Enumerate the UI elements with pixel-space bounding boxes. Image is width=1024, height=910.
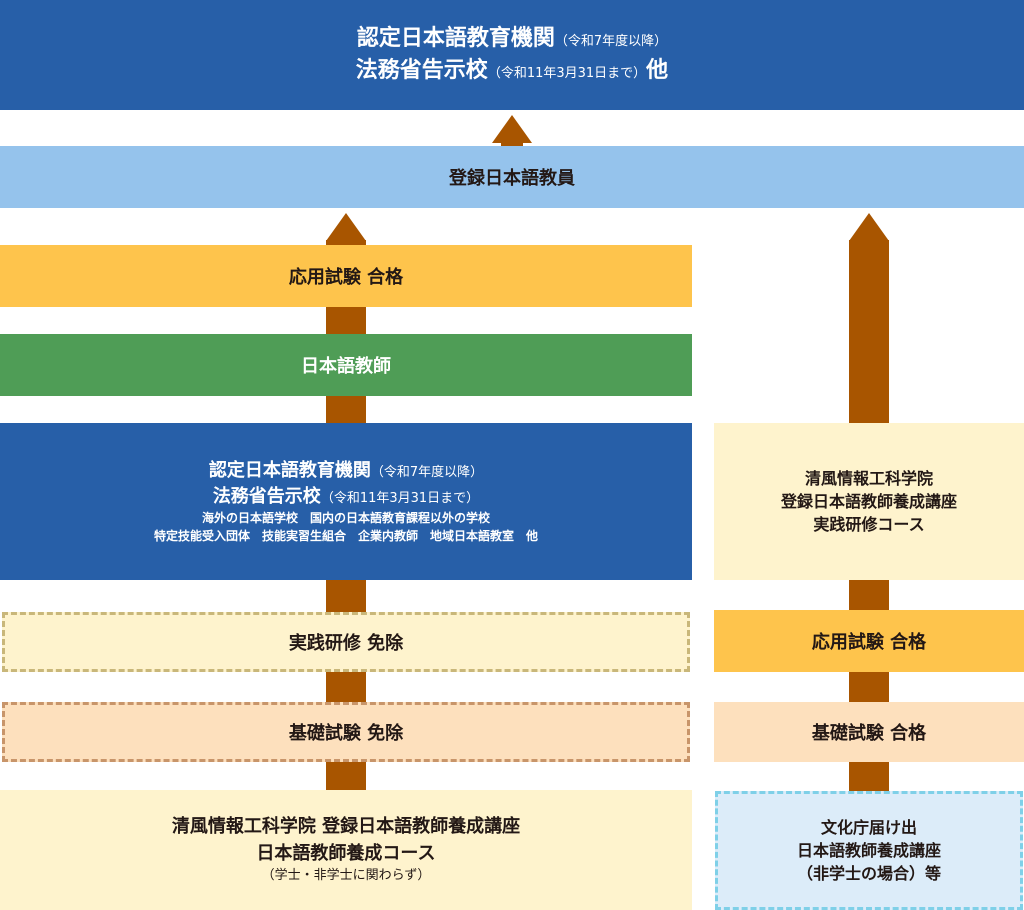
practice-exempt-label: 実践研修 免除 bbox=[288, 633, 404, 654]
left-teacher-label: 日本語教師 bbox=[301, 356, 391, 377]
inst-line2: 法務省告示校 bbox=[212, 486, 321, 508]
course-line1: 清風情報工科学院 登録日本語教師養成講座 bbox=[171, 816, 521, 838]
agency-line1: 文化庁届け出 bbox=[820, 817, 917, 837]
top-line1-note: （令和7年度以降） bbox=[554, 34, 668, 50]
school-line1: 清風情報工科学院 bbox=[804, 468, 933, 488]
school-line3: 実践研修コース bbox=[813, 515, 925, 535]
inst-line1: 認定日本語教育機関 bbox=[208, 460, 371, 482]
right-agency-course: 文化庁届け出 日本語教師養成講座 （非学士の場合）等 bbox=[715, 791, 1023, 910]
right-basic-pass: 基礎試験 合格 bbox=[714, 702, 1024, 762]
inst-line1-note: （令和7年度以降） bbox=[370, 465, 484, 481]
agency-line3: （非学士の場合）等 bbox=[796, 864, 941, 884]
top-line2-suffix: 他 bbox=[646, 58, 669, 83]
top-line2-note: （令和11年3月31日まで） bbox=[487, 66, 647, 81]
left-applied-pass: 応用試験 合格 bbox=[0, 245, 692, 307]
inst-line3: 海外の日本語学校 国内の日本語教育課程以外の学校 bbox=[201, 511, 490, 526]
top-destination: 認定日本語教育機関（令和7年度以降） 法務省告示校（令和11年3月31日まで）他 bbox=[0, 0, 1024, 110]
course-line3: （学士・非学士に関わらず） bbox=[261, 867, 431, 883]
arrow-top-shaft bbox=[501, 140, 523, 148]
left-practice-exempt: 実践研修 免除 bbox=[2, 612, 690, 672]
left-teacher: 日本語教師 bbox=[0, 334, 692, 396]
arrow-top-head bbox=[492, 115, 532, 143]
school-line2: 登録日本語教師養成講座 bbox=[780, 491, 957, 511]
left-applied-pass-label: 応用試験 合格 bbox=[288, 267, 404, 288]
agency-line2: 日本語教師養成講座 bbox=[796, 840, 941, 860]
top-line1: 認定日本語教育機関 bbox=[356, 26, 555, 52]
right-applied-pass-label: 応用試験 合格 bbox=[811, 632, 927, 653]
inst-line4: 特定技能受入団体 技能実習生組合 企業内教師 地域日本語教室 他 bbox=[153, 528, 538, 543]
right-school: 清風情報工科学院 登録日本語教師養成講座 実践研修コース bbox=[714, 423, 1024, 580]
basic-exempt-label: 基礎試験 免除 bbox=[288, 723, 404, 744]
left-course: 清風情報工科学院 登録日本語教師養成講座 日本語教師養成コース （学士・非学士に… bbox=[0, 790, 692, 910]
top-line2: 法務省告示校 bbox=[355, 58, 488, 83]
right-basic-pass-label: 基礎試験 合格 bbox=[811, 723, 927, 744]
left-institutions: 認定日本語教育機関（令和7年度以降） 法務省告示校（令和11年3月31日まで） … bbox=[0, 423, 692, 580]
arrow-right-head bbox=[849, 213, 889, 241]
inst-line2-note: （令和11年3月31日まで） bbox=[320, 491, 480, 507]
course-line2: 日本語教師養成コース bbox=[256, 842, 436, 864]
left-basic-exempt: 基礎試験 免除 bbox=[2, 702, 690, 762]
registered-teacher: 登録日本語教員 bbox=[0, 146, 1024, 208]
registered-label: 登録日本語教員 bbox=[449, 168, 575, 189]
right-applied-pass: 応用試験 合格 bbox=[714, 610, 1024, 672]
arrow-left-head bbox=[326, 213, 366, 241]
